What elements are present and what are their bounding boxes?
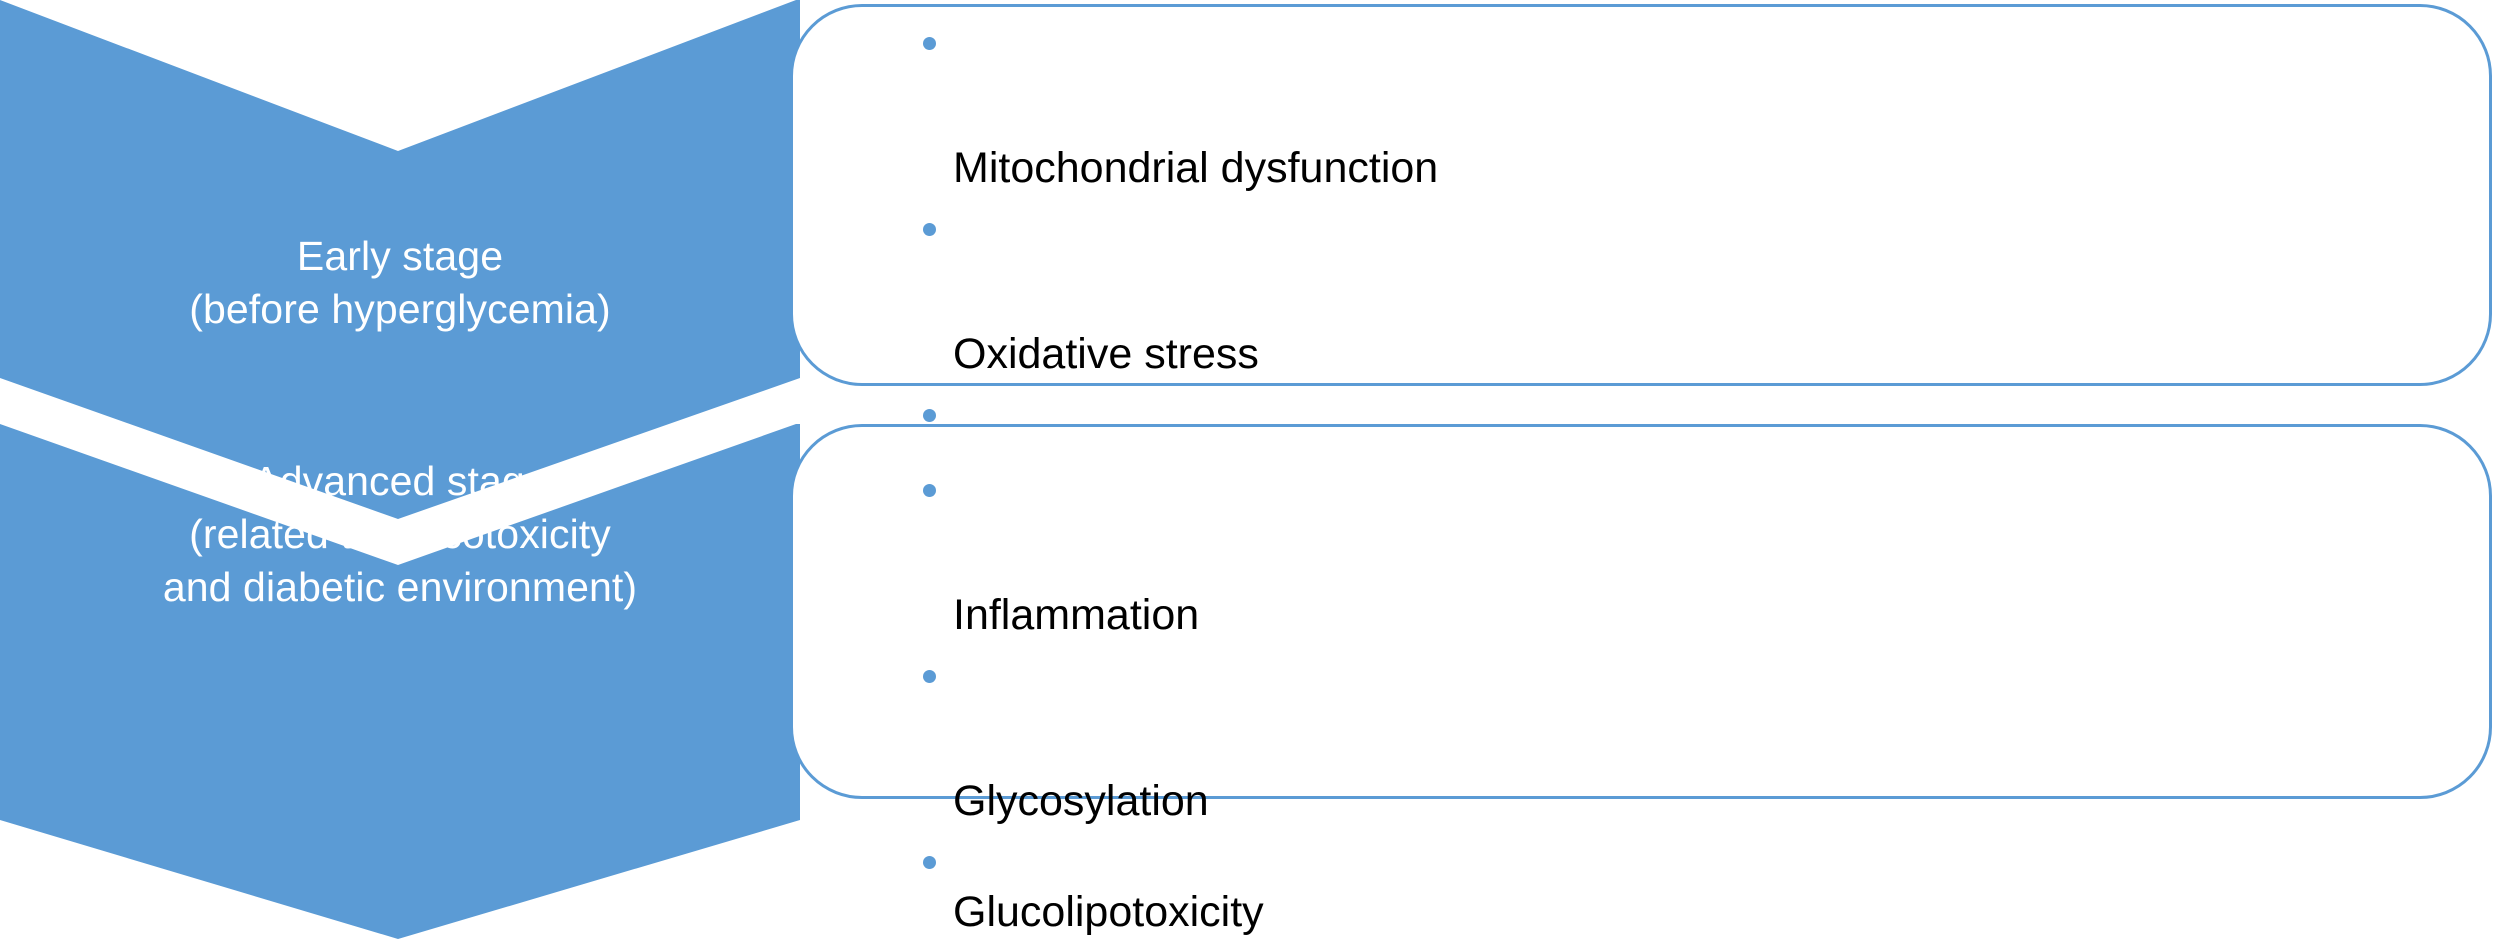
chevron-label-early-stage: Early stage (before hyperglycemia) — [189, 233, 611, 332]
bullet-dot-icon — [923, 223, 936, 236]
bullet-dot-icon — [923, 409, 936, 422]
list-item: Inflammation — [921, 460, 2469, 646]
bullet-dot-icon — [923, 856, 936, 869]
list-panel-advanced-stage: Inflammation Glycosylation Amyloid depos… — [790, 424, 2492, 869]
list-item: Mitochondrial dysfunction — [921, 13, 2469, 199]
list-item: Oxidative stress — [921, 199, 2469, 385]
list-item-label: Mitochondrial dysfunction — [953, 144, 1439, 192]
list-item: Amyloid deposition — [921, 832, 2469, 939]
chevron-label-advanced-stage: Advanced stage (related to glucotoxicity… — [162, 458, 638, 610]
list-item-label: Glycosylation — [953, 777, 1209, 825]
list-item-label: Glucolipotoxicity — [953, 888, 1264, 936]
list-item-label: Inflammation — [953, 591, 1200, 639]
bullet-dot-icon — [923, 670, 936, 683]
list-panel-early-stage: Mitochondrial dysfunction Oxidative stre… — [790, 4, 2492, 936]
bullet-list-advanced-stage: Inflammation Glycosylation Amyloid depos… — [921, 460, 2469, 939]
list-item: Glycosylation — [921, 646, 2469, 832]
bullet-dot-icon — [923, 484, 936, 497]
list-item-label: Oxidative stress — [953, 330, 1259, 378]
bullet-dot-icon — [923, 37, 936, 50]
